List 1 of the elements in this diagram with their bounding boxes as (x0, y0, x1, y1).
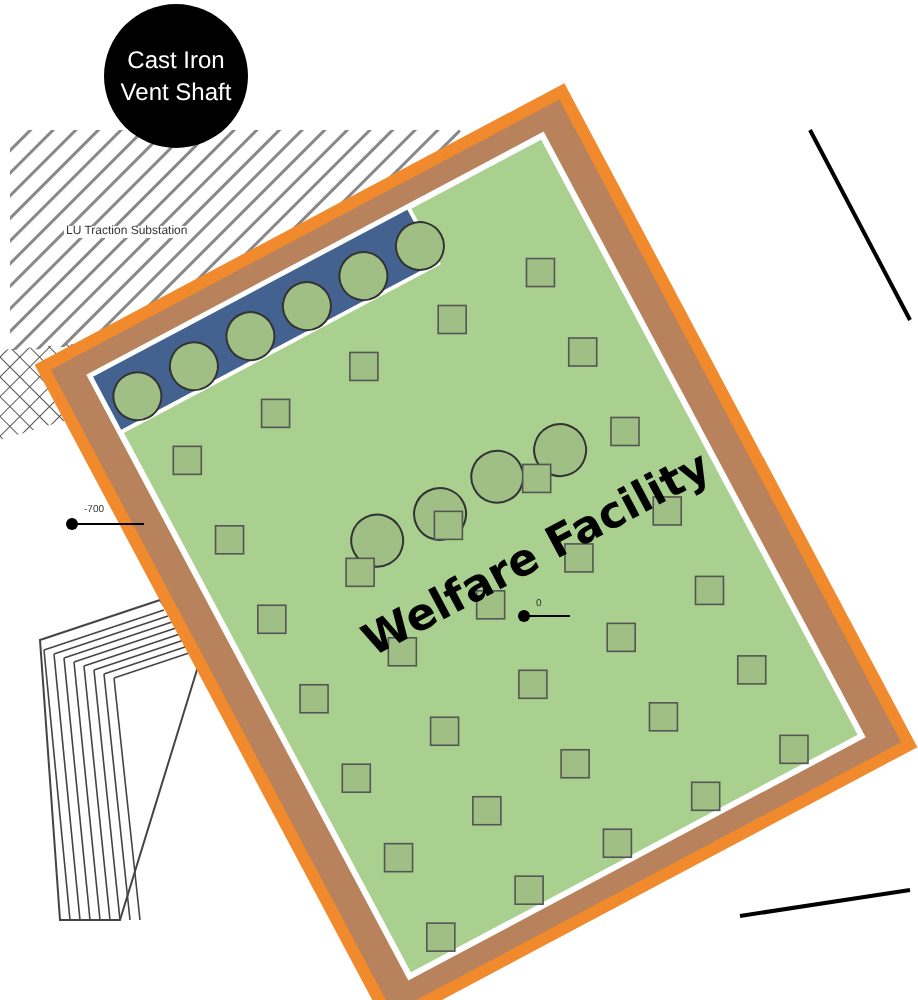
vent-shaft-circle: Cast Iron Vent Shaft (104, 4, 248, 148)
